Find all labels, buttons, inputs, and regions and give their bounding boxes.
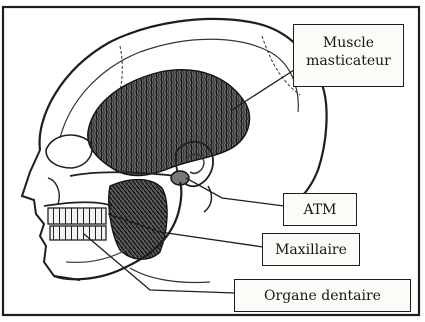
nasal-cavity [48, 178, 59, 204]
orbit [46, 135, 92, 168]
label-muscle-line2: masticateur [294, 52, 403, 70]
label-organe-dentaire: Organe dentaire [234, 279, 411, 312]
label-maxillaire-text: Maxillaire [263, 241, 359, 259]
temporal-muscle [88, 70, 250, 176]
label-muscle-line1: Muscle [294, 34, 403, 52]
masseter-muscle [109, 180, 167, 260]
label-atm: ATM [283, 193, 357, 226]
label-muscle-masticateur: Muscle masticateur [293, 24, 404, 87]
label-organe-text: Organe dentaire [235, 287, 410, 305]
leader-muscle [232, 70, 294, 110]
leader-atm [186, 178, 284, 206]
label-maxillaire: Maxillaire [262, 233, 360, 266]
label-atm-text: ATM [284, 201, 356, 219]
lower-teeth [50, 226, 106, 240]
upper-teeth [48, 208, 106, 224]
maxilla-bone [44, 202, 112, 206]
neck-line [130, 268, 210, 282]
